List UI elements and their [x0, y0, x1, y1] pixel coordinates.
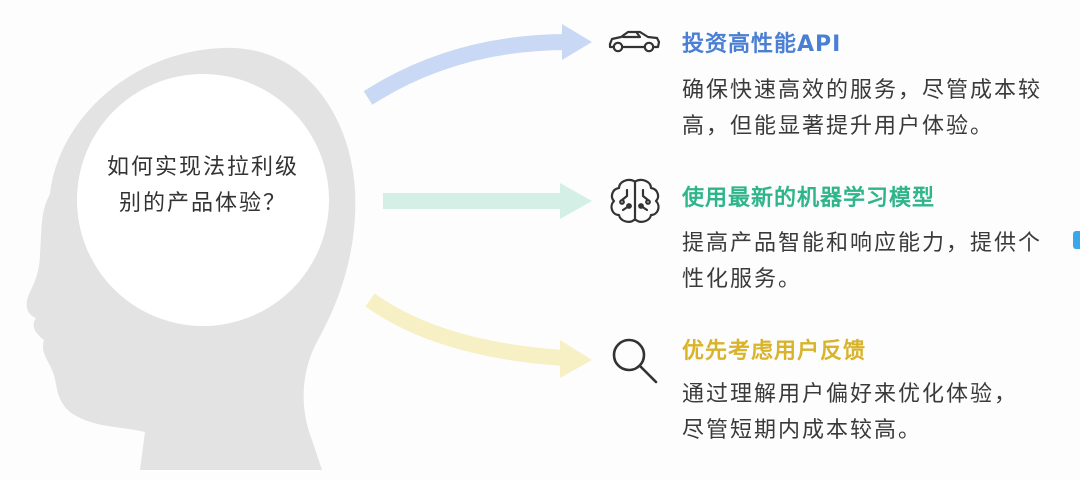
item-2-description: 提高产品智能和响应能力，提供个性化服务。: [682, 231, 1043, 292]
item-1-description: 确保快速高效的服务，尽管成本较高，但能显著提升用户体验。: [682, 78, 1043, 139]
question-circle: [77, 74, 329, 326]
arrow-middle-shaft: [383, 193, 563, 209]
arrow-bottom-head: [560, 340, 592, 378]
magnifier-icon: [608, 334, 662, 388]
brain-circuit-icon: [607, 176, 663, 226]
item-3-description: 通过理解用户偏好来优化体验，尽管短期内成本较高。: [682, 382, 1019, 443]
arrow-top-shaft: [363, 34, 569, 105]
arrow-top-head: [562, 24, 592, 60]
side-scroll-tab[interactable]: [1073, 231, 1080, 249]
arrow-middle-head: [560, 183, 592, 219]
item-1-title: 投资高性能API: [682, 32, 842, 57]
item-2-title: 使用最新的机器学习模型: [682, 186, 936, 211]
item-3-title: 优先考虑用户反馈: [682, 339, 867, 364]
car-icon: [606, 26, 662, 56]
center-question: 如何实现法拉利级别的产品体验？: [106, 155, 299, 216]
arrow-bottom-shaft: [365, 293, 566, 366]
